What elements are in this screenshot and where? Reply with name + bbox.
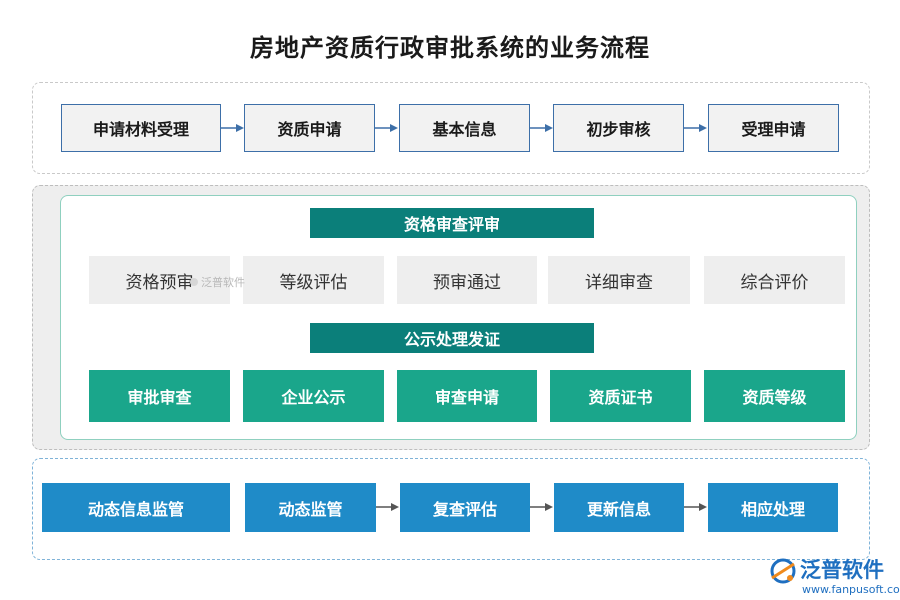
step-enterprise-publicity: 企业公示 xyxy=(243,370,384,422)
step-prequalification: 资格预审 xyxy=(89,256,230,304)
step-review-application: 审查申请 xyxy=(397,370,537,422)
section-header-qualification-review: 资格审查评审 xyxy=(310,208,594,238)
step-material-acceptance: 申请材料受理 xyxy=(61,104,221,152)
section-header-publicity-certification: 公示处理发证 xyxy=(310,323,594,353)
step-approval-review: 审批审查 xyxy=(89,370,230,422)
step-detailed-review: 详细审查 xyxy=(548,256,690,304)
logo-url: www.fanpusoft.com xyxy=(802,583,900,596)
step-qualification-grade: 资质等级 xyxy=(704,370,845,422)
arrow-right-icon xyxy=(530,503,553,511)
step-qualification-certificate: 资质证书 xyxy=(550,370,691,422)
arrow-right-icon xyxy=(684,124,707,132)
step-grade-assessment: 等级评估 xyxy=(243,256,384,304)
step-corresponding-handling: 相应处理 xyxy=(708,483,838,532)
watermark-text: 泛普软件 xyxy=(201,276,245,289)
arrow-right-icon xyxy=(221,124,244,132)
step-reinspection-evaluation: 复查评估 xyxy=(400,483,530,532)
watermark: 泛普软件 xyxy=(190,274,245,290)
arrow-right-icon xyxy=(376,503,399,511)
step-basic-information: 基本信息 xyxy=(399,104,530,152)
step-comprehensive-evaluation: 综合评价 xyxy=(704,256,845,304)
brand-logo: 泛普软件 www.fanpusoft.com xyxy=(764,554,900,598)
step-dynamic-info-supervision: 动态信息监管 xyxy=(42,483,230,532)
watermark-logo-icon xyxy=(190,278,198,286)
step-qualification-application: 资质申请 xyxy=(244,104,375,152)
arrow-right-icon xyxy=(684,503,707,511)
logo-icon xyxy=(770,558,796,584)
step-prereview-passed: 预审通过 xyxy=(397,256,537,304)
step-preliminary-review: 初步审核 xyxy=(553,104,684,152)
logo-name: 泛普软件 xyxy=(800,558,884,582)
arrow-right-icon xyxy=(530,124,553,132)
diagram-title: 房地产资质行政审批系统的业务流程 xyxy=(250,34,650,62)
step-dynamic-supervision: 动态监管 xyxy=(245,483,376,532)
arrow-right-icon xyxy=(375,124,398,132)
step-accept-application: 受理申请 xyxy=(708,104,839,152)
step-update-information: 更新信息 xyxy=(554,483,684,532)
